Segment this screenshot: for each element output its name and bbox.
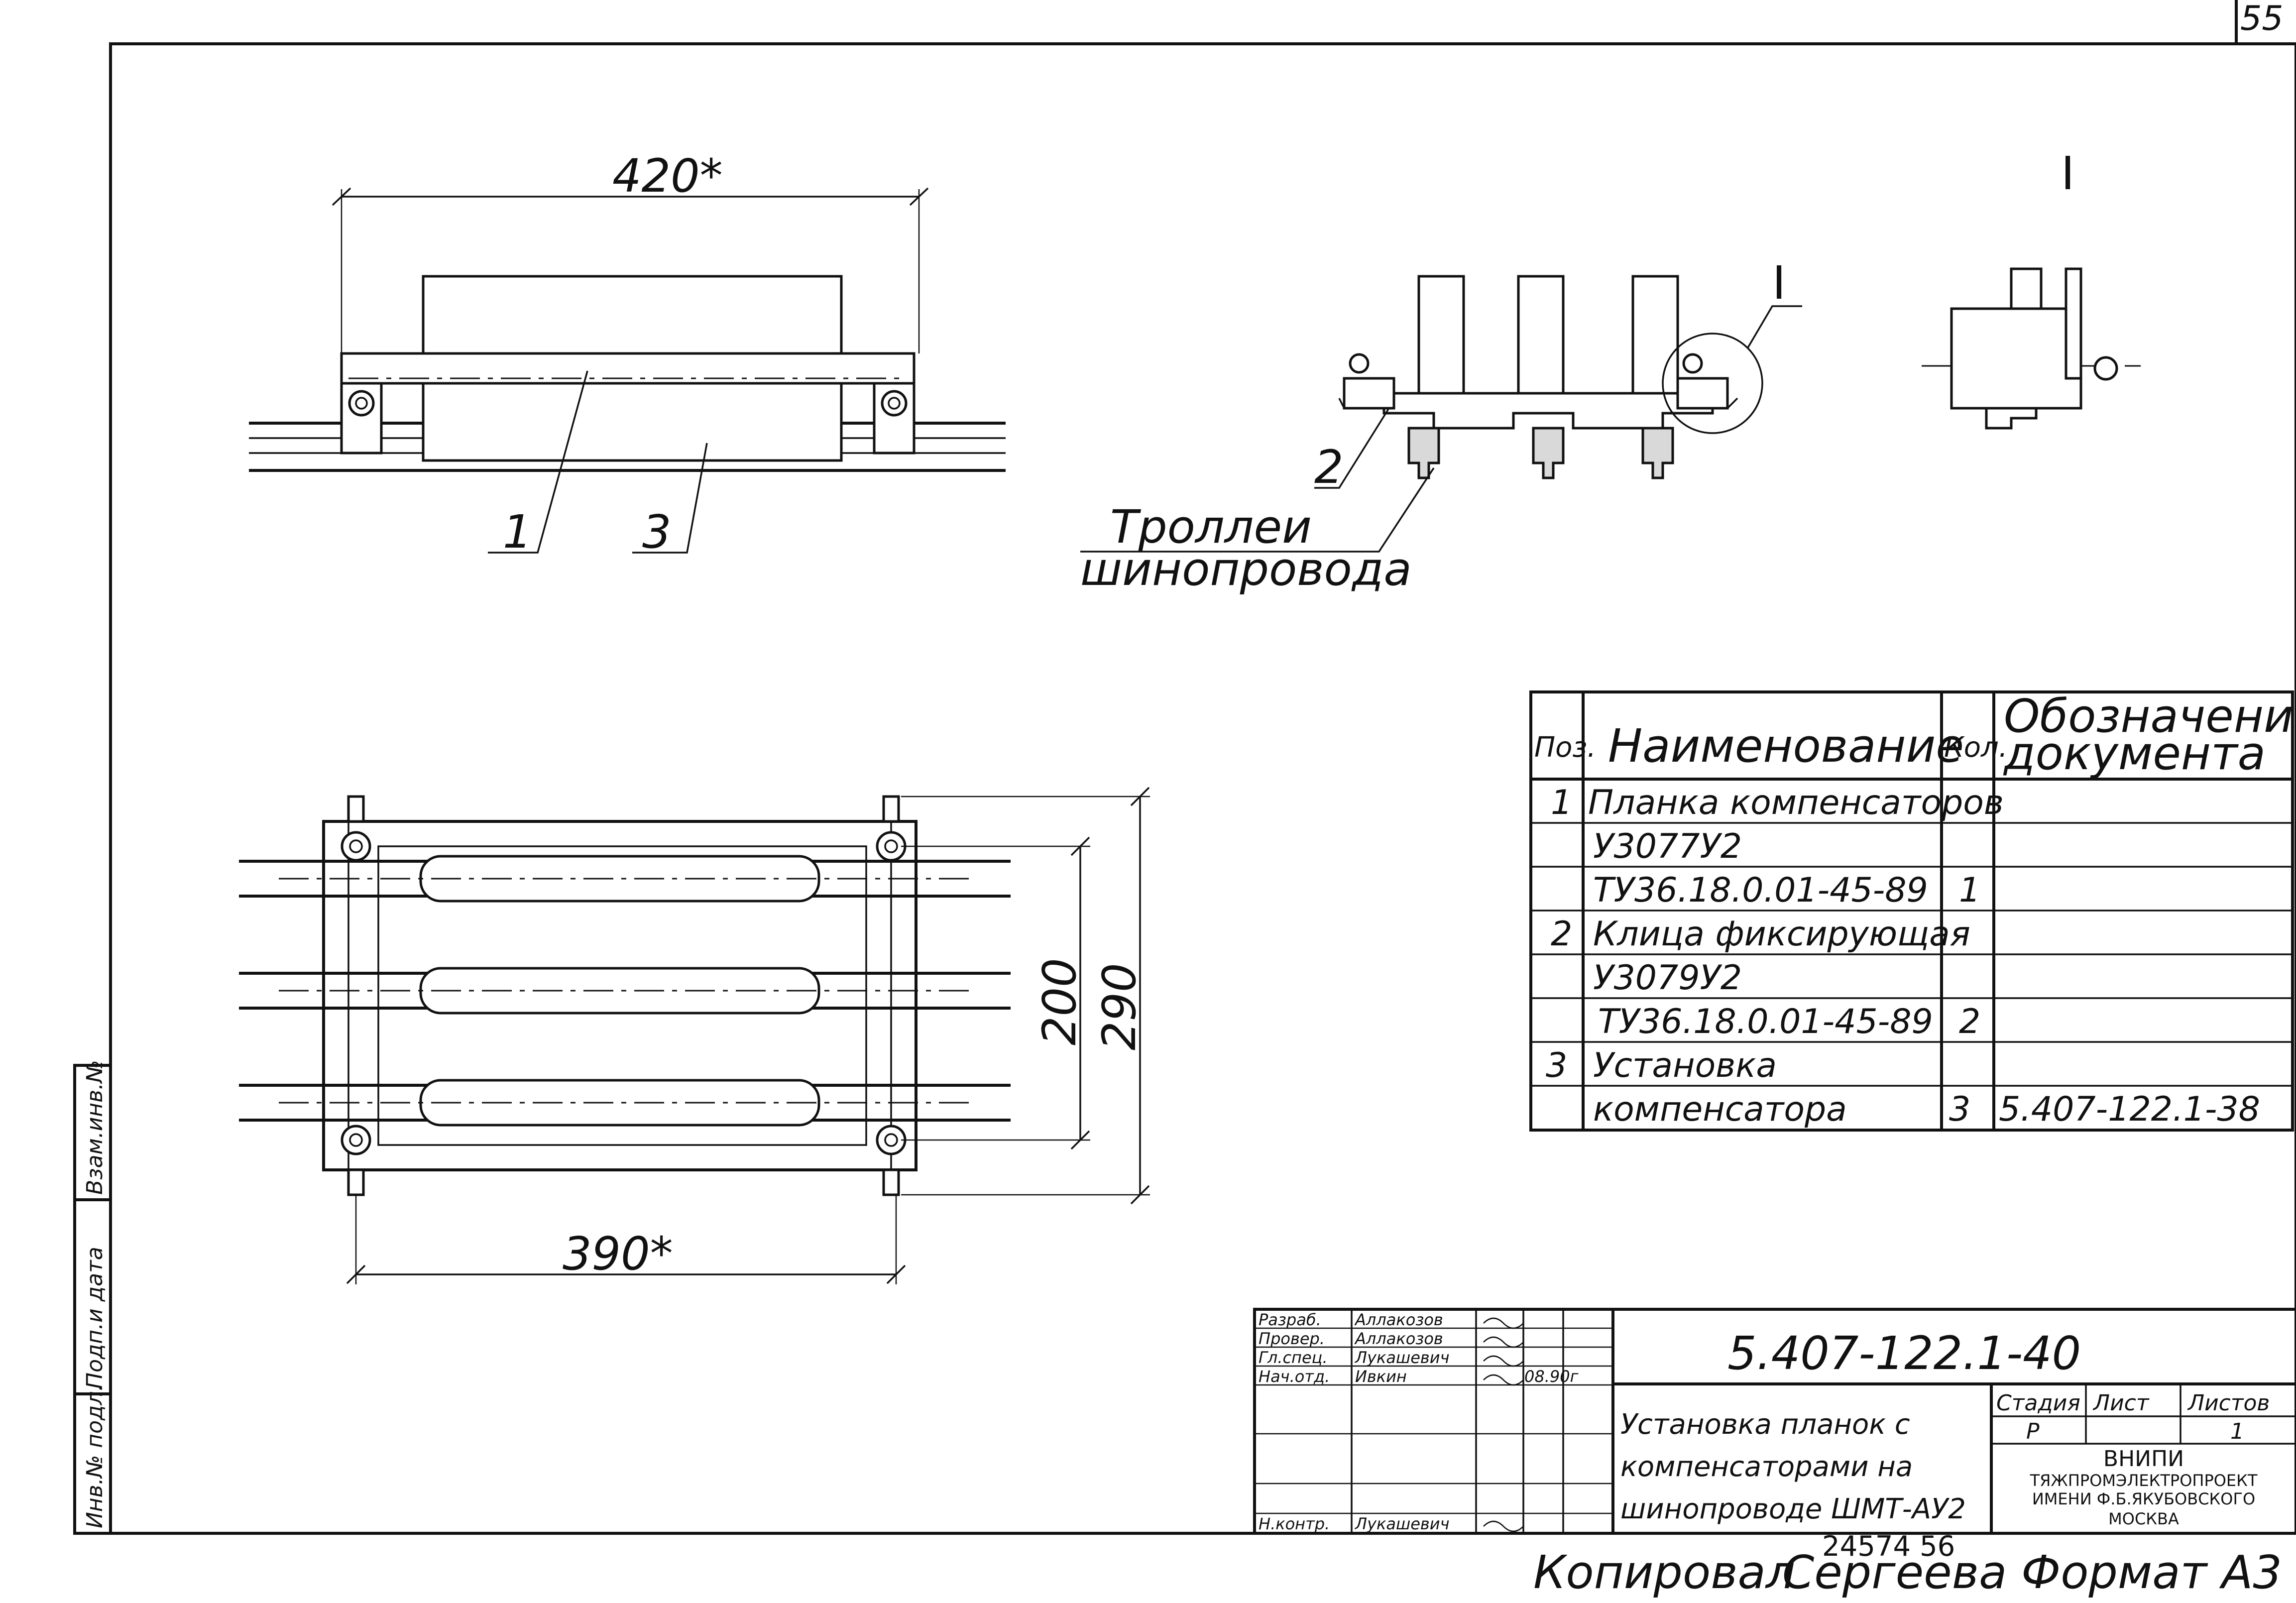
name-developer: Аллакозов [1354,1310,1443,1329]
row-name: ТУ36.18.0.01-45-89 [1598,1002,1933,1041]
row-pos: 1 [1551,783,1572,822]
row-name: У3077У2 [1593,827,1742,866]
signature-mark [1483,1520,1524,1532]
table-row: 1 Планка компенсаторов [1551,783,2004,822]
title-block: Разраб. Аллакозов Провер. Аллакозов Гл.с… [1253,1308,2296,1535]
signature-mark [1483,1317,1524,1329]
org-line4: МОСКВА [2108,1509,2179,1528]
th-pos: Поз. [1534,731,1596,764]
callout-3: 3 [642,505,672,559]
stamp-replace-inv: Взам.инв.№ [82,1060,108,1195]
plan-view: 390* 200 290 [239,787,1150,1284]
stage-label: Стадия [1996,1390,2080,1416]
title-line1: Установка планок с [1620,1408,1910,1441]
org-line3: ИМЕНИ Ф.Б.ЯКУБОВСКОГО [2032,1489,2255,1508]
org-line2: ТЯЖПРОМЭЛЕКТРОПРОЕКТ [2030,1471,2258,1490]
dim-height-inner: 200 [1033,958,1086,1045]
role-dept-head: Нач.отд. [1259,1367,1330,1386]
row-name: компенсатора [1593,1090,1847,1129]
row-doc: 5.407-122.1-38 [1999,1090,2260,1129]
signature-mark [1483,1374,1524,1386]
row-name: У3079У2 [1593,958,1742,998]
stamp-sign-date: Подп.и дата [82,1247,108,1389]
row-qty: 3 [1949,1090,1970,1129]
table-row: 3 Установка [1546,1046,1777,1085]
sheet-frame [109,42,2296,1535]
signature-mark [1483,1336,1524,1348]
sheet-label: Лист [2092,1390,2150,1416]
side-stamp: Взам.инв.№ Подп.и дата Инв.№ подл. [73,1060,112,1535]
table-row: ТУ36.18.0.01-45-89 2 [1598,1002,1980,1041]
doc-number: 5.407-122.1-40 [1727,1327,2081,1380]
title-line3: шинопроводе ШМТ-АУ2 [1620,1493,1966,1525]
name-dept-head: Ивкин [1355,1367,1407,1386]
table-row: 2 Клица фиксирующая [1551,915,1970,954]
callout-1: 1 [503,505,532,559]
row-pos: 2 [1551,915,1572,954]
signature-mark [1483,1355,1524,1367]
title-line2: компенсаторами на [1620,1451,1913,1483]
footer-format: Формат А3 [2021,1546,2282,1599]
table-row: У3077У2 [1593,827,1742,866]
row-name: Установка [1593,1046,1777,1085]
table-row: У3079У2 [1593,958,1742,998]
bolt-left [348,390,375,417]
row-pos: 3 [1546,1046,1567,1085]
sheets-value: 1 [2230,1419,2244,1444]
role-developer: Разраб. [1259,1310,1321,1329]
page-number-box: 55 [2235,0,2284,44]
stage-value: Р [2026,1419,2040,1444]
callout-2: 2 [1314,441,1344,494]
dim-bottom-width: 390* [563,1227,673,1280]
table-row: компенсатора 3 5.407-122.1-38 [1593,1090,2260,1129]
footer-copied: Копировал [1533,1546,1795,1599]
name-norm-control: Лукашевич [1355,1514,1449,1533]
org-line1: ВНИПИ [2103,1446,2184,1472]
sheets-label: Листов [2187,1390,2270,1416]
row-name: Планка компенсаторов [1588,783,2004,822]
stamp-inv-no: Инв.№ подл. [82,1384,108,1528]
th-doc-line2: документа [2003,727,2266,780]
side-view: 420* 1 3 [249,149,1006,559]
th-doc-line1: Обозначение [2004,689,2296,743]
name-chief-specialist: Лукашевич [1355,1348,1449,1367]
role-chief-specialist: Гл.спец. [1259,1348,1328,1367]
dim-height-outer: 290 [1093,963,1146,1050]
dim-top-width: 420* [612,149,723,203]
name-checker: Аллакозов [1354,1329,1443,1348]
cross-section-view: I 2 Троллеи шинопровода [1080,256,1802,596]
page-number: 55 [2240,0,2284,38]
footer-copier: Сергеева [1782,1546,2007,1599]
detail-i-view: I [1922,147,2141,430]
row-qty: 1 [1959,871,1980,910]
trolley-label-line2: шинопровода [1080,543,1412,596]
footer: Копировал Сергеева 24574 56 Формат А3 [1533,1530,2282,1599]
trolley-label-line1: Троллеи [1110,500,1312,554]
row-qty: 2 [1959,1002,1980,1041]
th-name: Наименование [1608,719,1964,773]
bolt-right [881,390,908,417]
spec-table: Поз. Наименование Кол. Обозначение докум… [1529,689,2296,1132]
role-norm-control: Н.контр. [1259,1514,1330,1533]
section-leader-label: I [1772,256,1786,310]
footer-code: 24574 56 [1822,1530,1955,1563]
th-qty: Кол. [1944,731,2008,764]
row-name: ТУ36.18.0.01-45-89 [1593,871,1928,910]
sign-date: 08.90г [1524,1367,1579,1386]
row-name: Клица фиксирующая [1593,915,1970,954]
table-row: ТУ36.18.0.01-45-89 1 [1593,871,1980,910]
role-checker: Провер. [1259,1329,1325,1348]
section-mark: I [2061,147,2074,200]
